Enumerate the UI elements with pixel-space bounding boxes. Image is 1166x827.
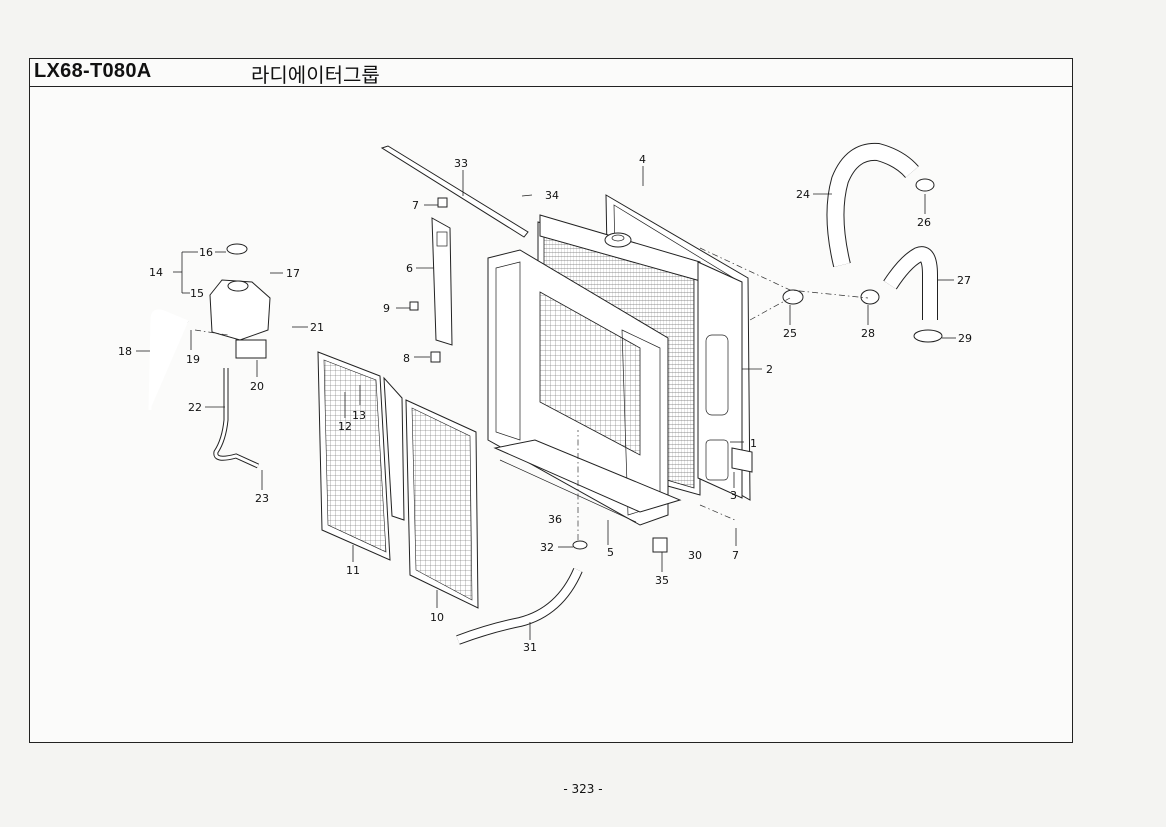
tank-cap-16	[226, 243, 248, 255]
pad-35	[652, 537, 668, 553]
callout-8: 8	[403, 352, 410, 365]
callout-19: 19	[186, 353, 200, 366]
leader-lines	[136, 166, 956, 640]
part-group-code: LX68-T080A	[34, 60, 152, 82]
callout-6: 6	[406, 262, 413, 275]
callout-32: 32	[540, 541, 554, 554]
callout-29: 29	[958, 332, 972, 345]
callout-24: 24	[796, 188, 810, 201]
clamp-28	[860, 289, 880, 305]
callout-15: 15	[190, 287, 204, 300]
callout-12: 12	[338, 420, 352, 433]
clamp-32	[572, 540, 588, 550]
callout-21: 21	[310, 321, 324, 334]
callout-5: 5	[607, 546, 614, 559]
callout-27: 27	[957, 274, 971, 287]
callout-36: 36	[548, 513, 562, 526]
callout-13: 13	[352, 409, 366, 422]
reserve-tank	[209, 243, 271, 359]
callout-2: 2	[766, 363, 773, 376]
callout-28: 28	[861, 327, 875, 340]
callout-22: 22	[188, 401, 202, 414]
callout-33: 33	[454, 157, 468, 170]
callout-31: 31	[523, 641, 537, 654]
bolt-9-icon	[409, 301, 419, 311]
callout-30: 30	[688, 549, 702, 562]
callout-4: 4	[639, 153, 646, 166]
callout-1: 1	[750, 437, 757, 450]
bolt-7-icon	[437, 197, 448, 208]
page-number: - 323 -	[563, 782, 603, 796]
callout-20: 20	[250, 380, 264, 393]
clamp-25	[782, 289, 804, 305]
callout-numbers: 1 2 3 4 5 6 7 7 8 9 10 11 12 13 14 15 16…	[118, 153, 972, 654]
nut-8-icon	[430, 351, 441, 363]
callout-11: 11	[346, 564, 360, 577]
callout-7-top: 7	[412, 199, 419, 212]
clamp-29	[913, 329, 943, 343]
callout-25: 25	[783, 327, 797, 340]
screen-11	[317, 351, 405, 561]
callout-10: 10	[430, 611, 444, 624]
callout-35: 35	[655, 574, 669, 587]
callout-18: 18	[118, 345, 132, 358]
callout-26: 26	[917, 216, 931, 229]
radiator-assembly	[487, 194, 753, 526]
stay-bar	[380, 145, 529, 238]
support-bracket	[431, 217, 453, 346]
callout-16: 16	[199, 246, 213, 259]
part-group-title: 라디에이터그룹	[251, 63, 380, 87]
callout-3: 3	[730, 489, 737, 502]
callout-34: 34	[545, 189, 559, 202]
callout-17: 17	[286, 267, 300, 280]
callout-23: 23	[255, 492, 269, 505]
clamp-26	[915, 178, 935, 192]
screen-10	[405, 399, 479, 609]
callout-14: 14	[149, 266, 163, 279]
title-block: LX68-T080A 라디에이터그룹	[30, 59, 1072, 87]
hose-18	[149, 310, 189, 411]
callout-9: 9	[383, 302, 390, 315]
callout-7-bottom: 7	[732, 549, 739, 562]
